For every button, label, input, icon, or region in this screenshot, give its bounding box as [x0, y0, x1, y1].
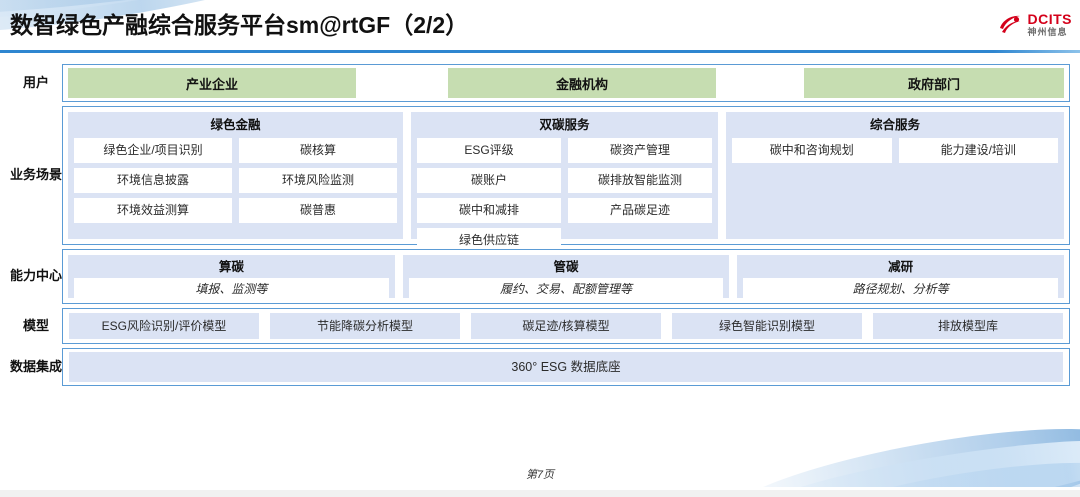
capability-column-manage-carbon[interactable]: 管碳 履约、交易、配额管理等 [402, 255, 730, 300]
bottom-strip [0, 490, 1080, 497]
scenario-cell[interactable]: 绿色企业/项目识别 [74, 138, 232, 163]
scenario-cell[interactable]: 碳资产管理 [568, 138, 712, 163]
row-data-integration: 数据集成 360° ESG 数据底座 [10, 348, 1070, 386]
scenario-cell[interactable]: ESG评级 [417, 138, 561, 163]
capability-subtitle: 路径规划、分析等 [743, 278, 1059, 300]
model-chip[interactable]: 碳足迹/核算模型 [471, 313, 661, 339]
row-model: 模型 ESG风险识别/评价模型 节能降碳分析模型 碳足迹/核算模型 绿色智能识别… [10, 308, 1070, 344]
capability-subtitle: 填报、监测等 [74, 278, 389, 300]
user-chip-financial[interactable]: 金融机构 [448, 68, 716, 98]
scenario-cell[interactable]: 碳账户 [417, 168, 561, 193]
capability-subtitle: 履约、交易、配额管理等 [408, 278, 724, 300]
scenario-cell[interactable]: 能力建设/培训 [898, 138, 1058, 163]
model-chip[interactable]: 绿色智能识别模型 [672, 313, 862, 339]
row-label-data-integration: 数据集成 [10, 358, 63, 374]
scenario-cell[interactable]: 碳中和咨询规划 [732, 138, 892, 163]
row-label-capability: 能力中心 [10, 268, 63, 284]
capability-column-reduce-research[interactable]: 减研 路径规划、分析等 [737, 255, 1065, 300]
user-chip-industry[interactable]: 产业企业 [68, 68, 356, 98]
logo-en-text: DCITS [1027, 10, 1072, 27]
row-body-capability: 算碳 填报、监测等 管碳 履约、交易、配额管理等 减研 路径规划、分析等 [62, 249, 1070, 304]
scenario-cell-list: ESG评级 碳资产管理 碳账户 碳排放智能监测 碳中和减排 产品碳足迹 绿色供应… [417, 138, 712, 253]
scenario-column-green-finance: 绿色金融 绿色企业/项目识别 碳核算 环境信息披露 环境风险监测 环境效益测算 … [68, 112, 403, 239]
row-label-user: 用户 [22, 74, 49, 90]
scenario-column-title: 双碳服务 [539, 118, 590, 132]
scenario-cell[interactable]: 环境效益测算 [74, 198, 232, 223]
row-body-scenario: 绿色金融 绿色企业/项目识别 碳核算 环境信息披露 环境风险监测 环境效益测算 … [62, 106, 1070, 253]
row-capability: 能力中心 算碳 填报、监测等 管碳 履约、交易、配额管理等 减研 路径规划、分析… [10, 249, 1070, 304]
dcits-swirl-icon [997, 11, 1023, 37]
model-chip[interactable]: 节能降碳分析模型 [270, 313, 460, 339]
row-body-model: ESG风险识别/评价模型 节能降碳分析模型 碳足迹/核算模型 绿色智能识别模型 … [62, 308, 1070, 344]
scenario-cell[interactable]: 碳中和减排 [417, 198, 561, 223]
scenario-column-integrated-service: 综合服务 碳中和咨询规划 能力建设/培训 [726, 112, 1064, 239]
capability-column-calc-carbon[interactable]: 算碳 填报、监测等 [68, 255, 395, 300]
row-scenario: 业务场景 绿色金融 绿色企业/项目识别 碳核算 环境信息披露 环境风险监测 环境… [10, 106, 1070, 253]
scenario-column-title: 综合服务 [869, 118, 920, 132]
scenario-cell[interactable]: 绿色供应链 [417, 228, 561, 253]
scenario-cell[interactable]: 环境信息披露 [74, 168, 232, 193]
architecture-grid: 用户 产业企业 金融机构 政府部门 业务场景 绿色金融 绿色企业/项目识别 碳核… [10, 64, 1070, 390]
capability-title: 减研 [888, 260, 914, 274]
scenario-cell-list: 碳中和咨询规划 能力建设/培训 [732, 138, 1058, 163]
user-chip-government[interactable]: 政府部门 [804, 68, 1064, 98]
page-number: 第7页 [525, 469, 555, 481]
model-chip[interactable]: ESG风险识别/评价模型 [69, 313, 259, 339]
page-title: 数智绿色产融综合服务平台sm@rtGF（2/2） [10, 12, 469, 38]
scenario-cell[interactable]: 产品碳足迹 [568, 198, 712, 223]
logo-cn-text: 神州信息 [1027, 26, 1068, 37]
brand-logo: DCITS 神州信息 [997, 7, 1073, 41]
row-body-user: 产业企业 金融机构 政府部门 [62, 64, 1070, 102]
scenario-column-title: 绿色金融 [210, 118, 261, 132]
model-chip[interactable]: 排放模型库 [873, 313, 1063, 339]
scenario-cell[interactable]: 环境风险监测 [239, 168, 397, 193]
row-user: 用户 产业企业 金融机构 政府部门 [10, 64, 1070, 102]
capability-title: 管碳 [553, 260, 579, 274]
scenario-cell[interactable]: 碳排放智能监测 [568, 168, 712, 193]
title-divider [0, 50, 1080, 53]
scenario-cell[interactable]: 碳普惠 [239, 198, 397, 223]
scenario-cell-list: 绿色企业/项目识别 碳核算 环境信息披露 环境风险监测 环境效益测算 碳普惠 [74, 138, 397, 223]
data-foundation-bar[interactable]: 360° ESG 数据底座 [69, 352, 1063, 382]
scenario-column-dual-carbon: 双碳服务 ESG评级 碳资产管理 碳账户 碳排放智能监测 碳中和减排 产品碳足迹… [411, 112, 718, 253]
row-label-model: 模型 [22, 317, 49, 333]
scenario-cell[interactable]: 碳核算 [239, 138, 397, 163]
capability-title: 算碳 [218, 260, 244, 274]
row-body-data-integration: 360° ESG 数据底座 [62, 348, 1070, 386]
row-label-scenario: 业务场景 [10, 167, 63, 183]
